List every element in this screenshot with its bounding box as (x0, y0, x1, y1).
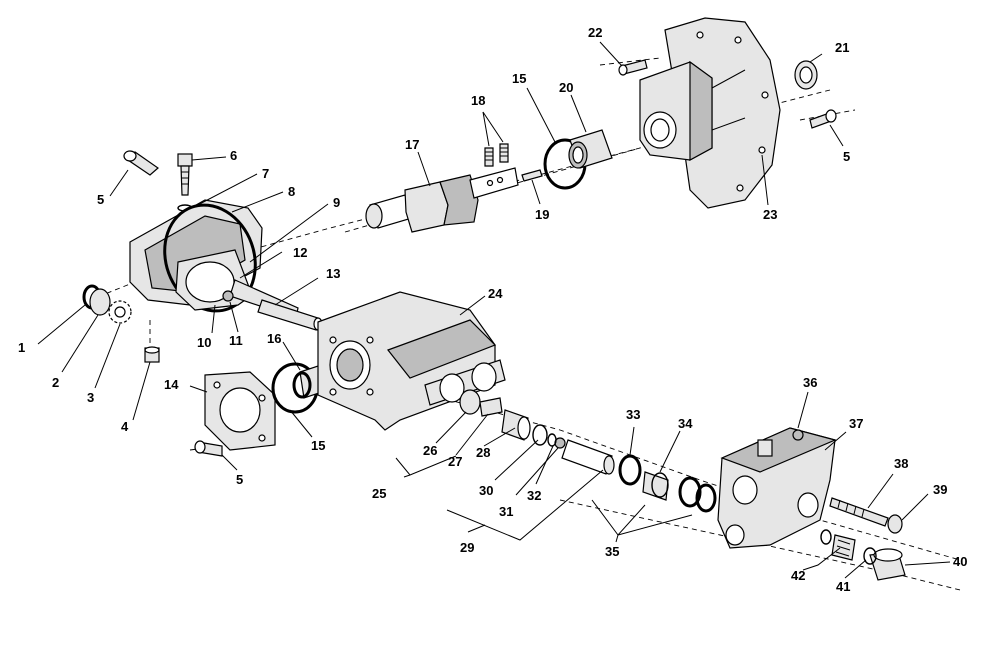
callout-10: 10 (197, 335, 211, 350)
part-34-seal-retainer (642, 471, 669, 501)
callout-labels: 1 2 3 4 5 6 7 8 9 10 11 12 13 14 5 15 16… (18, 25, 967, 594)
callout-42: 42 (791, 568, 805, 583)
leader-lines (37, 41, 951, 579)
callout-25: 25 (372, 486, 386, 501)
assembly-axes (89, 57, 961, 591)
callout-38: 38 (894, 456, 908, 471)
callout-12: 12 (293, 245, 307, 260)
callout-17: 17 (405, 137, 419, 152)
part-26-plunger-guide (459, 389, 481, 415)
part-35-seal-b (695, 483, 717, 513)
part-20-bearing (568, 129, 613, 169)
callout-21: 21 (835, 40, 849, 55)
callout-27: 27 (448, 454, 462, 469)
callout-7: 7 (262, 166, 269, 181)
callout-36: 36 (803, 375, 817, 390)
callout-11: 11 (229, 333, 243, 348)
part-5-cap-screw-lower (194, 440, 223, 457)
part-5-cap-screw-right (809, 109, 837, 129)
part-39-nut (887, 514, 903, 534)
callout-3: 3 (87, 390, 94, 405)
callout-6: 6 (230, 148, 237, 163)
callout-18: 18 (471, 93, 485, 108)
callout-13: 13 (326, 266, 340, 281)
part-23-bearing-housing (639, 17, 781, 209)
part-5-cap-screw-top (123, 150, 159, 176)
part-17-crankshaft (365, 167, 519, 233)
callout-40: 40 (953, 554, 967, 569)
callout-22: 22 (588, 25, 602, 40)
callout-37: 37 (849, 416, 863, 431)
callout-1: 1 (18, 340, 25, 355)
callout-15-upper: 15 (512, 71, 526, 86)
callout-34: 34 (678, 416, 693, 431)
part-10-connecting-rod (175, 249, 299, 319)
part-3-lock-washer (108, 300, 132, 324)
callout-5-right: 5 (843, 149, 850, 164)
part-38-stud (829, 497, 889, 527)
part-18-dowel-pins (484, 143, 509, 167)
part-32-o-ring (547, 433, 557, 447)
part-24-crankcase (317, 291, 506, 431)
callout-33: 33 (626, 407, 640, 422)
part-14-bearing-flange (204, 371, 276, 451)
callout-19: 19 (535, 207, 549, 222)
callout-28: 28 (476, 445, 490, 460)
part-16-bearing (292, 365, 323, 399)
part-4-drain-plug (144, 346, 160, 363)
part-27-slinger (479, 397, 503, 417)
part-37-manifold (717, 427, 837, 549)
part-30-washer (532, 424, 548, 446)
part-35-seal-a (678, 476, 702, 508)
callout-32: 32 (527, 488, 541, 503)
callout-9: 9 (333, 195, 340, 210)
part-28-retainer (501, 409, 531, 441)
part-6-vent-plug (177, 153, 193, 196)
part-33-seal (618, 454, 642, 486)
callout-23: 23 (763, 207, 777, 222)
part-29-ceramic-plunger (561, 439, 615, 475)
callout-15-lower: 15 (311, 438, 325, 453)
part-22-cap-screw (618, 59, 648, 76)
callout-20: 20 (559, 80, 573, 95)
callout-5-lower: 5 (236, 472, 243, 487)
callout-26: 26 (423, 443, 437, 458)
callout-24: 24 (488, 286, 503, 301)
callout-14: 14 (164, 377, 179, 392)
callout-39: 39 (933, 482, 947, 497)
callout-4: 4 (121, 419, 129, 434)
part-40-discharge-plug (869, 548, 906, 581)
callout-31: 31 (499, 504, 513, 519)
callout-29: 29 (460, 540, 474, 555)
callout-35: 35 (605, 544, 619, 559)
part-19-key (521, 169, 543, 182)
part-41-o-ring (863, 547, 877, 565)
callout-2: 2 (52, 375, 59, 390)
callout-30: 30 (479, 483, 493, 498)
part-36-plug (792, 429, 804, 441)
part-21-oil-seal (794, 60, 818, 90)
callout-16: 16 (267, 331, 281, 346)
part-42-valve-assembly (820, 529, 856, 561)
part-2-bearing (89, 288, 111, 316)
callout-41: 41 (836, 579, 850, 594)
callout-5-top: 5 (97, 192, 104, 207)
callout-8: 8 (288, 184, 295, 199)
